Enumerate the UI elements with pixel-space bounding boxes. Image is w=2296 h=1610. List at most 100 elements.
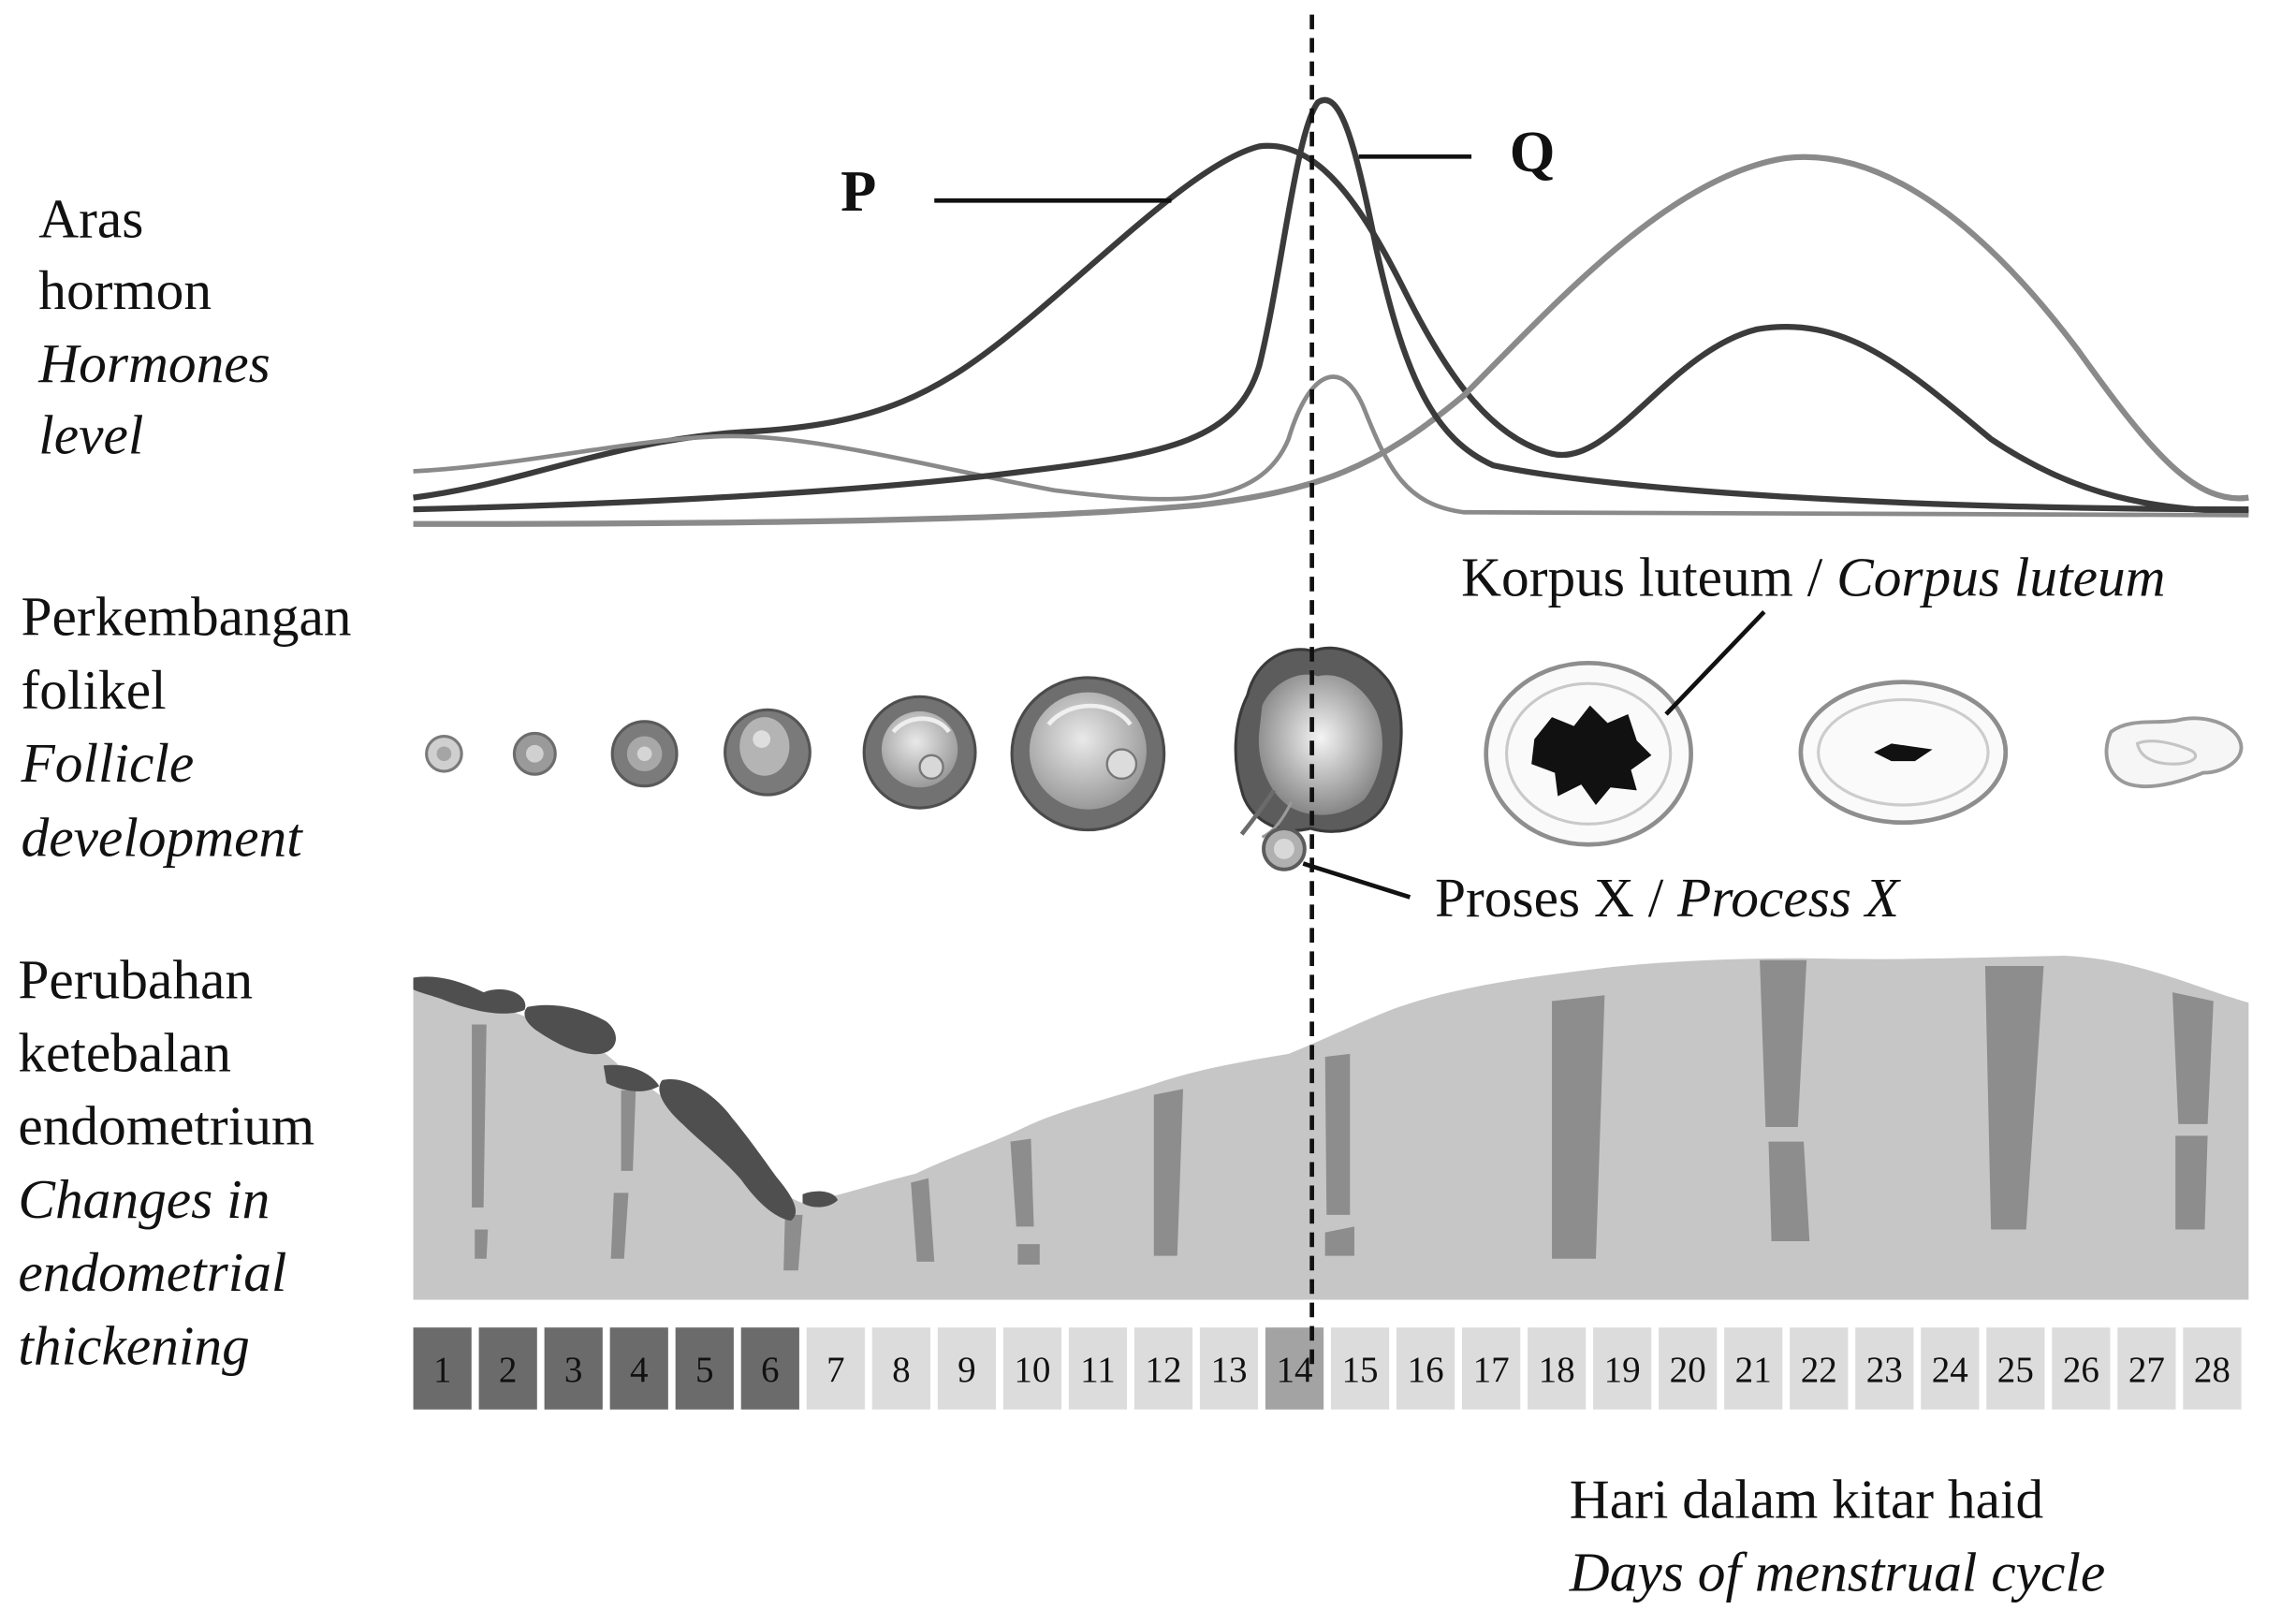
label-p: P [841, 158, 876, 224]
day-label-23: 23 [1866, 1350, 1903, 1390]
day-label-13: 13 [1210, 1350, 1247, 1390]
day-label-15: 15 [1342, 1350, 1379, 1390]
day-label-11: 11 [1080, 1350, 1116, 1390]
day-box-4 [609, 1327, 668, 1410]
follicle-stage-6 [1010, 676, 1166, 832]
follicle-stage-1 [425, 734, 463, 773]
process-x-label-english: Process X [1676, 867, 1902, 929]
hormone-level-label: Aras hormon Hormones level [37, 187, 271, 465]
day-label-22: 22 [1801, 1350, 1837, 1390]
day-box-1 [413, 1327, 472, 1410]
follicle-stages: Korpus luteum / Corpus luteum Proses X /… [425, 546, 2244, 929]
menstrual-bleeding [413, 976, 839, 1222]
day-box-15 [1330, 1327, 1390, 1410]
day-box-26 [2052, 1327, 2111, 1410]
estrogen-curve [413, 142, 2249, 516]
corpus-luteum-early [1484, 660, 1693, 847]
day-label-4: 4 [630, 1350, 649, 1390]
day-label-8: 8 [892, 1350, 911, 1390]
day-label-21: 21 [1735, 1350, 1772, 1390]
follicle-stage-2 [512, 731, 557, 776]
day-box-18 [1528, 1327, 1587, 1410]
x-axis-title: Hari dalam kitar haid Days of menstrual … [1569, 1468, 2105, 1603]
day-box-20 [1659, 1327, 1718, 1410]
endometrium-label-english-2: endometrial [18, 1241, 286, 1303]
day-label-24: 24 [1932, 1350, 1968, 1390]
x-axis-title-english: Days of menstrual cycle [1569, 1542, 2105, 1603]
day-box-3 [544, 1327, 603, 1410]
day-box-12 [1133, 1327, 1193, 1410]
day-label-14: 14 [1276, 1350, 1312, 1390]
day-label-26: 26 [2063, 1350, 2099, 1390]
hormone-label-english-1: Hormones [37, 332, 271, 394]
day-label-5: 5 [695, 1350, 714, 1390]
day-box-2 [478, 1327, 537, 1410]
progesterone-curve [413, 154, 2249, 527]
follicle-stage-3 [610, 720, 679, 788]
follicle-stage-5 [862, 695, 977, 810]
follicle-label-english-1: Follicle [20, 732, 194, 794]
lh-curve [413, 96, 2249, 513]
day-box-9 [937, 1327, 996, 1410]
day-label-12: 12 [1145, 1350, 1181, 1390]
released-ovum [1262, 827, 1307, 871]
day-box-24 [1921, 1327, 1980, 1410]
endometrium-label: Perubahan ketebalan endometrium Changes … [18, 948, 314, 1376]
day-label-18: 18 [1539, 1350, 1575, 1390]
day-label-28: 28 [2194, 1350, 2230, 1390]
day-label-16: 16 [1408, 1350, 1444, 1390]
endometrial-glands [472, 959, 2214, 1271]
day-box-27 [2117, 1327, 2176, 1410]
day-label-7: 7 [826, 1350, 845, 1390]
fsh-curve [413, 374, 2249, 518]
endometrium-layer [413, 956, 2249, 1300]
hormone-label-malay-1: Aras [38, 187, 143, 249]
corpus-luteum-label-malay: Korpus luteum / [1461, 546, 1836, 607]
day-box-25 [1986, 1327, 2045, 1410]
day-box-22 [1790, 1327, 1849, 1410]
follicle-stage-4 [724, 708, 812, 797]
day-box-23 [1855, 1327, 1914, 1410]
endometrium-label-malay-1: Perubahan [18, 948, 253, 1010]
hormone-label-english-2: level [38, 404, 143, 466]
day-label-9: 9 [958, 1350, 976, 1390]
follicle-label-malay-2: folikel [21, 659, 166, 721]
day-box-17 [1462, 1327, 1521, 1410]
hormone-label-malay-2: hormon [38, 259, 212, 321]
day-box-11 [1068, 1327, 1128, 1410]
day-box-8 [871, 1327, 930, 1410]
process-x-label-malay: Proses X / [1435, 867, 1677, 929]
day-label-17: 17 [1473, 1350, 1510, 1390]
day-box-5 [675, 1327, 734, 1410]
hormone-curves: P Q [413, 96, 2249, 527]
day-box-28 [2183, 1327, 2242, 1410]
day-label-1: 1 [433, 1350, 452, 1390]
day-box-7 [806, 1327, 865, 1410]
day-label-6: 6 [761, 1350, 780, 1390]
day-box-10 [1002, 1327, 1062, 1410]
day-box-14 [1265, 1327, 1324, 1410]
day-label-19: 19 [1604, 1350, 1641, 1390]
process-x-label: Proses X / Process X [1435, 867, 1902, 929]
day-label-25: 25 [1997, 1350, 2034, 1390]
endometrium-label-malay-2: ketebalan [18, 1022, 231, 1084]
endometrium-label-malay-3: endometrium [18, 1095, 314, 1157]
day-box-13 [1199, 1327, 1259, 1410]
day-box-21 [1724, 1327, 1783, 1410]
endometrium-label-english-3: thickening [18, 1314, 249, 1376]
corpus-luteum-pointer [1664, 609, 1766, 716]
corpus-luteum-label-english: Corpus luteum [1836, 546, 2166, 607]
day-box-6 [740, 1327, 799, 1410]
day-label-3: 3 [564, 1350, 583, 1390]
day-label-2: 2 [499, 1350, 518, 1390]
corpus-luteum-label: Korpus luteum / Corpus luteum [1461, 546, 2165, 607]
follicle-development-label: Perkembangan folikel Follicle developmen… [20, 586, 351, 869]
x-axis-title-malay: Hari dalam kitar haid [1570, 1468, 2043, 1530]
corpus-albicans [2104, 716, 2244, 789]
ovulating-follicle [1234, 646, 1403, 839]
label-q: Q [1510, 119, 1556, 184]
endometrium-label-english-1: Changes in [18, 1168, 270, 1230]
process-x-pointer [1302, 861, 1411, 900]
